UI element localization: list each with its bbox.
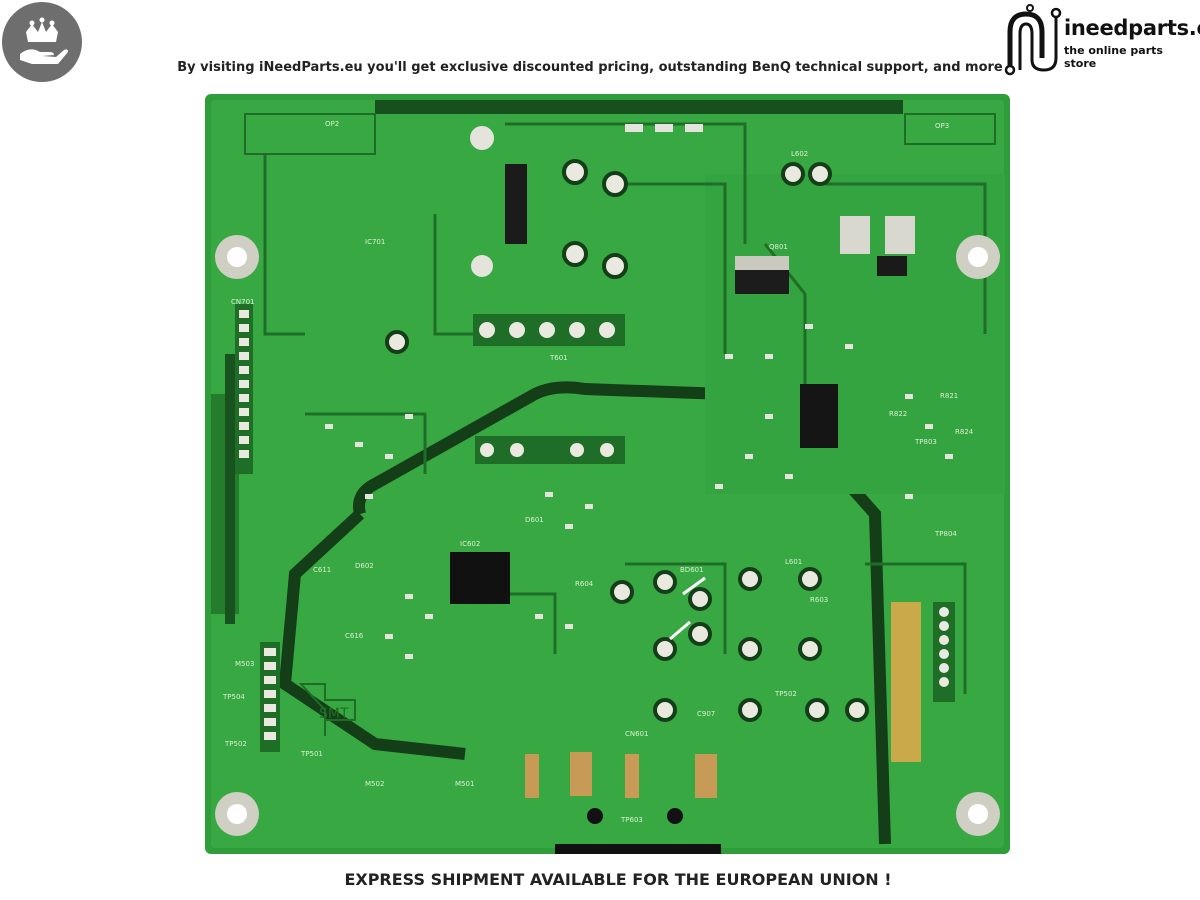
svg-text:M502: M502 <box>365 780 384 788</box>
svg-text:D602: D602 <box>355 562 374 570</box>
svg-text:TP804: TP804 <box>934 530 957 538</box>
svg-text:R821: R821 <box>940 392 958 400</box>
svg-text:IC701: IC701 <box>365 238 385 246</box>
svg-text:L601: L601 <box>785 558 802 566</box>
svg-text:M501: M501 <box>455 780 474 788</box>
shipping-banner: EXPRESS SHIPMENT AVAILABLE FOR THE EUROP… <box>344 870 892 889</box>
svg-text:R603: R603 <box>810 596 828 604</box>
ineedparts-logo[interactable]: ineedparts.eu the online parts store <box>1000 4 1200 76</box>
crown-badge-icon <box>2 2 82 82</box>
smt-marking: SMT <box>319 706 349 722</box>
svg-text:TP504: TP504 <box>222 693 245 701</box>
svg-text:TP603: TP603 <box>620 816 643 824</box>
svg-text:C611: C611 <box>313 566 331 574</box>
svg-text:OP3: OP3 <box>935 122 949 130</box>
svg-text:R822: R822 <box>889 410 907 418</box>
svg-text:TP501: TP501 <box>300 750 323 758</box>
svg-text:Q801: Q801 <box>769 243 788 251</box>
logo-name: ineedparts.eu <box>1064 16 1200 40</box>
svg-text:CN601: CN601 <box>625 730 649 738</box>
promo-banner: By visiting iNeedParts.eu you'll get exc… <box>177 60 1003 75</box>
svg-text:BD601: BD601 <box>680 566 704 574</box>
svg-text:OP2: OP2 <box>325 120 339 128</box>
pcb-board-image: SMT OP2 OP3 IC701 CN701 T601 IC6 <box>205 94 1010 854</box>
svg-text:C907: C907 <box>697 710 715 718</box>
logo-tagline: the online parts store <box>1064 44 1163 70</box>
svg-text:L602: L602 <box>791 150 808 158</box>
svg-text:TP803: TP803 <box>914 438 937 446</box>
svg-text:TP502: TP502 <box>774 690 797 698</box>
svg-text:IC602: IC602 <box>460 540 480 548</box>
svg-text:TP502: TP502 <box>224 740 247 748</box>
svg-text:R824: R824 <box>955 428 974 436</box>
svg-text:CN701: CN701 <box>231 298 255 306</box>
svg-text:T601: T601 <box>549 354 568 362</box>
svg-text:R604: R604 <box>575 580 594 588</box>
svg-text:C616: C616 <box>345 632 364 640</box>
svg-text:D601: D601 <box>525 516 544 524</box>
circuit-n-icon <box>1004 4 1062 76</box>
svg-text:M503: M503 <box>235 660 254 668</box>
